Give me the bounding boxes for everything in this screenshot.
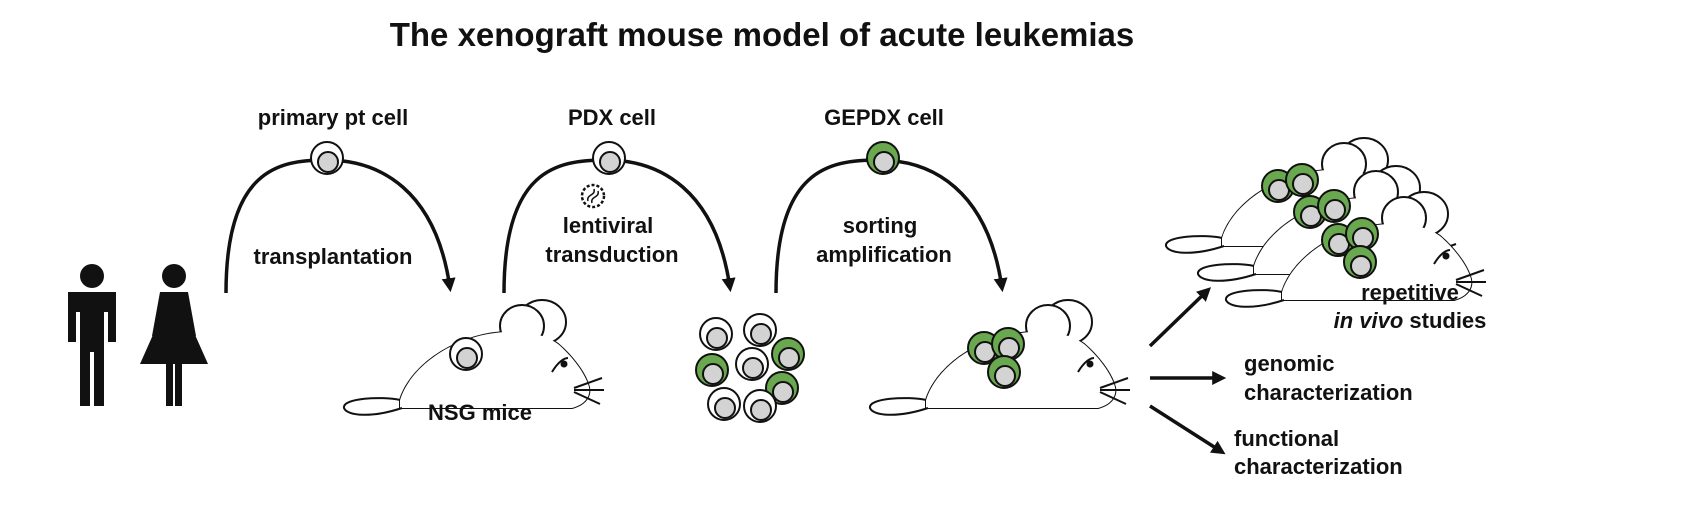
- gepdx-cell-icon: [866, 141, 900, 175]
- outcome-repetitive-line2: in vivo studies: [1334, 308, 1487, 333]
- outcome-in-vivo: in vivo: [1334, 308, 1404, 333]
- woman-icon: [140, 264, 208, 406]
- cell-icon: [743, 389, 777, 423]
- man-icon: [68, 264, 116, 406]
- cell-icon: [1317, 189, 1351, 223]
- step-label-transduction: transduction: [545, 242, 678, 267]
- cell-icon: [743, 313, 777, 347]
- mice-label: NSG mice: [428, 400, 532, 425]
- arrow-icon: [1149, 404, 1226, 455]
- cell-icon: [1285, 163, 1319, 197]
- pdx-cell-icon: [592, 141, 626, 175]
- cell-cluster: [695, 313, 805, 423]
- step-label-transplantation: transplantation: [254, 244, 413, 269]
- cell-icon: [707, 387, 741, 421]
- outcome-functional-line1: functional: [1234, 426, 1339, 451]
- cell-icon: [1343, 245, 1377, 279]
- cell-icon: [449, 337, 483, 371]
- cell-icon: [771, 337, 805, 371]
- step-label-sorting: sorting: [843, 213, 918, 238]
- arrow-icon: [1148, 287, 1212, 348]
- arrow-icon: [224, 158, 456, 294]
- stage-label-primary: primary pt cell: [258, 105, 408, 130]
- virus-icon: [580, 183, 606, 209]
- stage-label-pdx: PDX cell: [568, 105, 656, 130]
- step-label-amplification: amplification: [816, 242, 952, 267]
- diagram-title: The xenograft mouse model of acute leuke…: [390, 16, 1135, 53]
- outcome-functional-line2: characterization: [1234, 454, 1403, 479]
- outcome-genomic-line2: characterization: [1244, 380, 1413, 405]
- outcome-studies: studies: [1403, 308, 1486, 333]
- cell-icon: [991, 327, 1025, 361]
- cell-icon: [735, 347, 769, 381]
- cell-icon: [699, 317, 733, 351]
- outcome-repetitive-line1: repetitive: [1361, 280, 1459, 305]
- step-label-lentiviral: lentiviral: [563, 213, 653, 238]
- cell-icon: [695, 353, 729, 387]
- outcome-genomic-line1: genomic: [1244, 351, 1334, 376]
- primary-cell-icon: [310, 141, 344, 175]
- cell-icon: [987, 355, 1021, 389]
- stage-label-gepdx: GEPDX cell: [824, 105, 944, 130]
